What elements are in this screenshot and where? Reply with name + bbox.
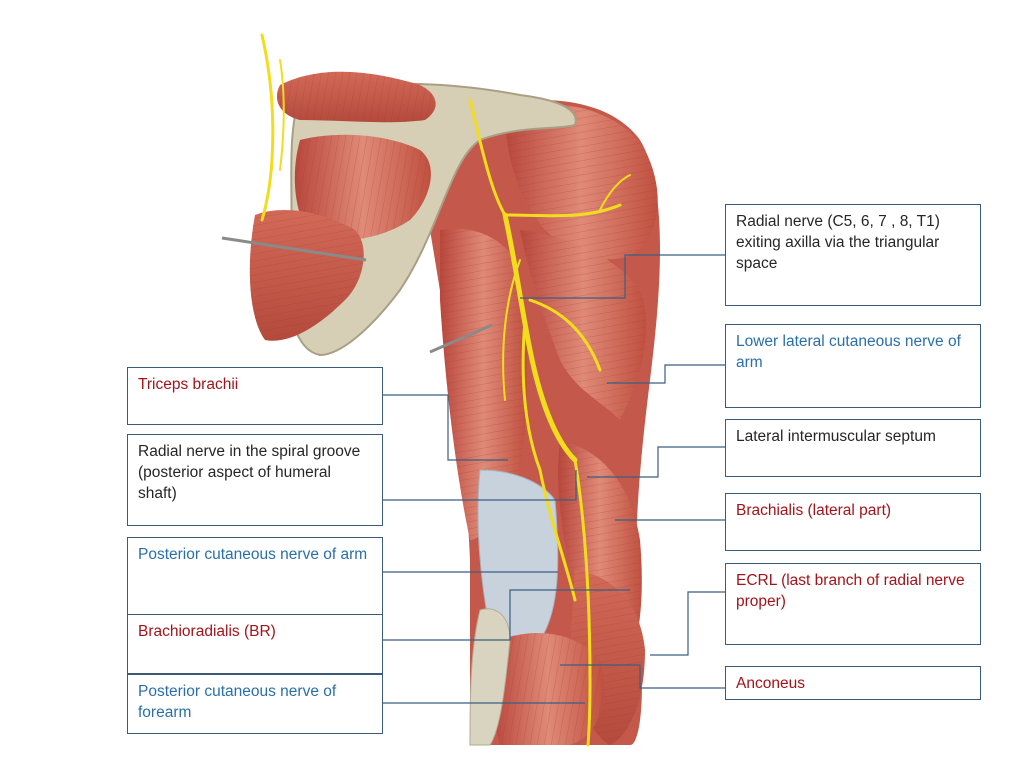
leader-anconeus — [560, 664, 725, 689]
label-lateral-intermuscular-septum: Lateral intermuscular septum — [725, 419, 981, 477]
label-anconeus: Anconeus — [725, 666, 981, 700]
leader-spiral-groove — [383, 470, 577, 501]
leader-lateral-intermuscular-septum — [587, 446, 725, 478]
leader-lines — [383, 254, 725, 704]
label-radial-nerve-spiral-groove-text: Radial nerve in the spiral groove (poste… — [138, 443, 361, 502]
label-triceps-brachii: Triceps brachii — [127, 367, 383, 425]
dissection-pin-lower — [429, 323, 493, 354]
nerve-paths — [260, 33, 631, 747]
leader-radial-axilla — [520, 254, 725, 299]
leader-brachioradialis — [383, 589, 630, 641]
label-posterior-cutaneous-forearm: Posterior cutaneous nerve of forearm — [127, 674, 383, 734]
label-triceps-brachii-text: Triceps brachii — [138, 376, 239, 393]
olecranon-bone — [469, 608, 511, 746]
label-brachioradialis: Brachioradialis (BR) — [127, 614, 383, 674]
label-radial-nerve-axilla-text: Radial nerve (C5, 6, 7 , 8, T1) exiting … — [736, 213, 940, 272]
dissection-pin-upper — [221, 236, 367, 262]
label-anconeus-text: Anconeus — [736, 675, 805, 692]
label-radial-nerve-axilla: Radial nerve (C5, 6, 7 , 8, T1) exiting … — [725, 204, 981, 306]
label-lateral-intermuscular-septum-text: Lateral intermuscular septum — [736, 428, 936, 445]
label-brachialis-text: Brachialis (lateral part) — [736, 502, 892, 519]
label-lower-lateral-cutaneous: Lower lateral cutaneous nerve of arm — [725, 324, 981, 408]
leader-ecrl — [650, 591, 725, 656]
label-brachialis: Brachialis (lateral part) — [725, 493, 981, 551]
leader-lower-lateral-cutaneous — [607, 364, 725, 384]
label-ecrl: ECRL (last branch of radial nerve proper… — [725, 563, 981, 645]
label-brachioradialis-text: Brachioradialis (BR) — [138, 623, 276, 640]
label-radial-nerve-spiral-groove: Radial nerve in the spiral groove (poste… — [127, 434, 383, 526]
label-lower-lateral-cutaneous-text: Lower lateral cutaneous nerve of arm — [736, 333, 961, 371]
leader-triceps — [383, 394, 508, 461]
label-ecrl-text: ECRL (last branch of radial nerve proper… — [736, 572, 965, 610]
label-posterior-cutaneous-forearm-text: Posterior cutaneous nerve of forearm — [138, 683, 337, 721]
label-posterior-cutaneous-arm: Posterior cutaneous nerve of arm — [127, 537, 383, 615]
label-posterior-cutaneous-arm-text: Posterior cutaneous nerve of arm — [138, 546, 368, 563]
